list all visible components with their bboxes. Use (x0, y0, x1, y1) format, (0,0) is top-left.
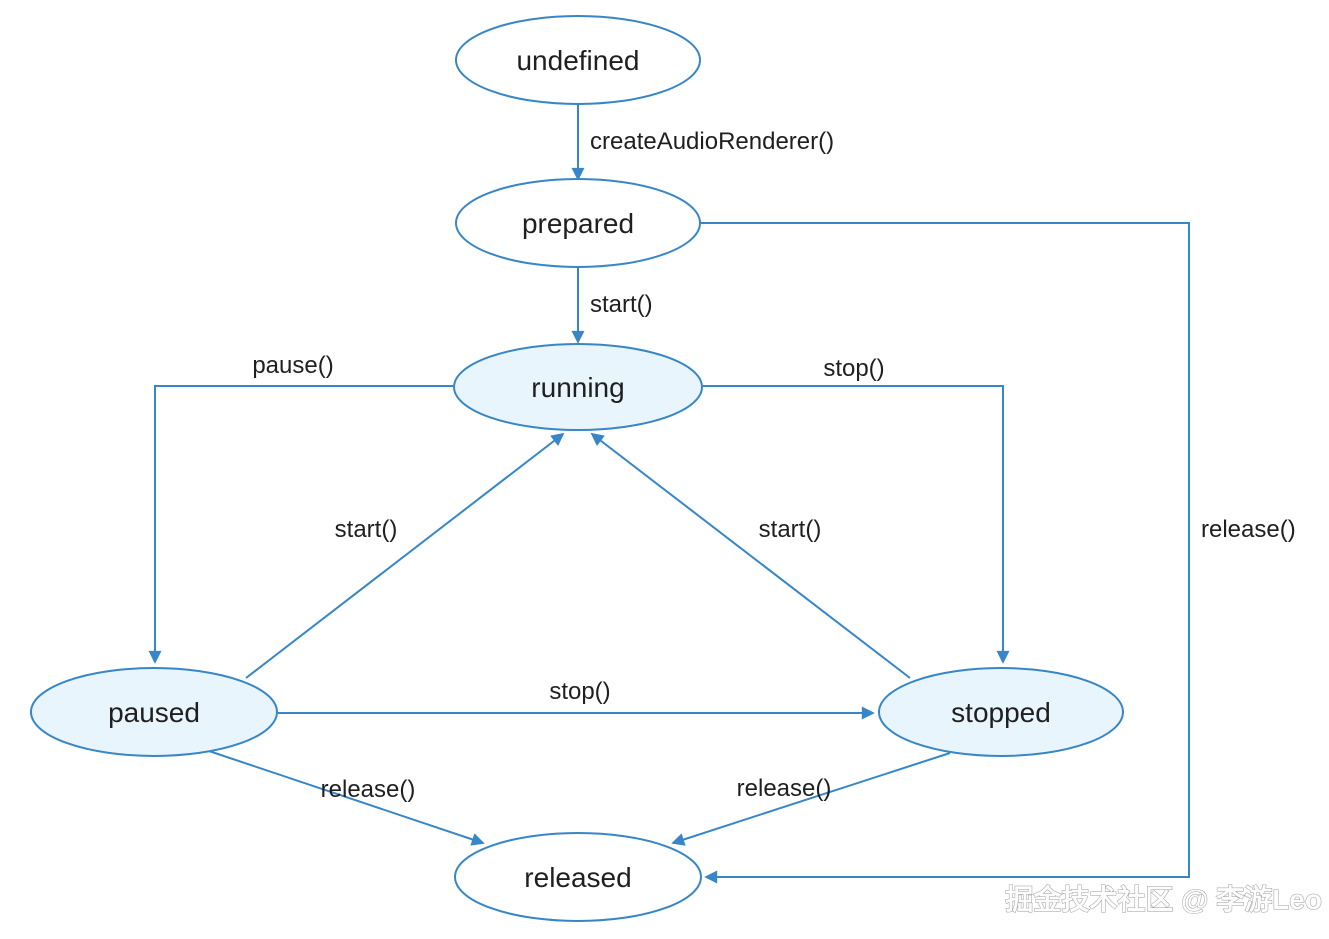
node-released-shape (454, 832, 702, 922)
node-undefined: undefined (455, 15, 701, 105)
edge-label-release-stopped: release() (737, 775, 832, 802)
edge-stopped-to-released (671, 752, 951, 846)
node-stopped-label: stopped (951, 697, 1051, 728)
node-prepared-shape (455, 178, 701, 268)
edge-label-release-prepared: release() (1201, 516, 1296, 543)
edge-prepared-to-released (700, 222, 1190, 884)
edge-label-release-paused: release() (321, 776, 416, 803)
node-released-label: released (524, 862, 631, 893)
node-running-label: running (531, 372, 624, 403)
node-stopped: stopped (878, 667, 1124, 757)
watermark: 掘金技术社区 @ 李游Leo (1005, 883, 1322, 915)
edge-paused-to-released (202, 748, 485, 846)
edge-label-stop-paused: stop() (549, 678, 610, 705)
node-running-shape (453, 343, 703, 431)
edge-label-pause: pause() (252, 352, 333, 379)
edge-running-to-stopped (703, 385, 1010, 664)
edge-label-create-audio-renderer: createAudioRenderer() (590, 128, 834, 155)
edges (148, 105, 1190, 884)
edge-label-start-stopped: start() (759, 516, 822, 543)
edge-stopped-to-running (590, 432, 911, 679)
node-paused-label: paused (108, 697, 200, 728)
node-undefined-label: undefined (516, 45, 639, 76)
edge-label-start-paused: start() (335, 516, 398, 543)
node-paused: paused (30, 667, 278, 757)
edge-running-to-paused (148, 385, 453, 664)
node-paused-shape (30, 667, 278, 757)
edge-paused-to-running (245, 432, 565, 679)
node-prepared-label: prepared (522, 208, 634, 239)
node-stopped-shape (878, 667, 1124, 757)
node-prepared: prepared (455, 178, 701, 268)
edge-label-stop-running: stop() (823, 355, 884, 382)
node-undefined-shape (455, 15, 701, 105)
node-released: released (454, 832, 702, 922)
node-running: running (453, 343, 703, 431)
edge-labels: createAudioRenderer() start() pause() st… (252, 128, 1295, 803)
edge-label-start-prepared: start() (590, 291, 653, 318)
